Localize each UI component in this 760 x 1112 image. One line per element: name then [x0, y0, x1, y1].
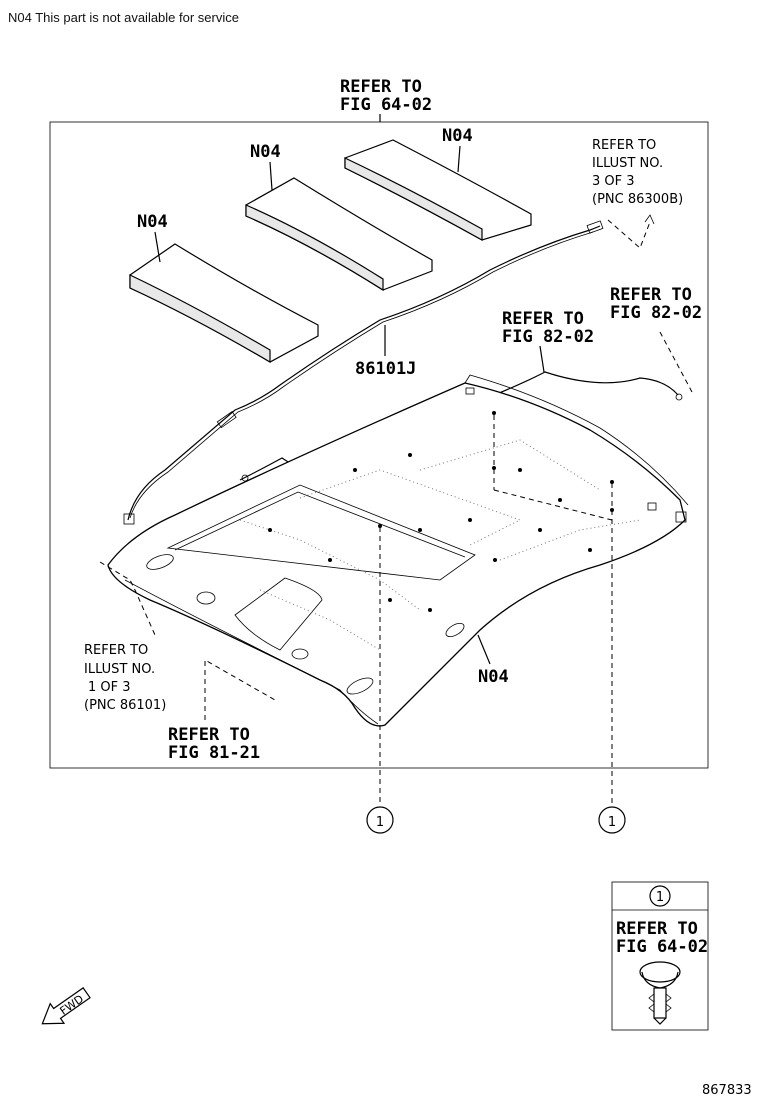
clip-icon — [639, 961, 681, 1025]
legend-box: 1 REFER TO FIG 64-02 — [611, 881, 709, 1031]
legend-number: 1 — [656, 890, 664, 905]
diagram-frame — [49, 121, 709, 769]
illust-left-line2: ILLUST NO. — [84, 662, 155, 677]
fwd-text: FWD — [57, 992, 85, 1017]
fig8202-mid-line1: REFER TO — [502, 309, 584, 329]
label-n04-pad-right: N04 — [442, 126, 473, 146]
fig8202-right-line1: REFER TO — [610, 285, 692, 305]
label-n04-pad-left: N04 — [137, 212, 168, 232]
callout-1-left — [366, 806, 394, 834]
fig8202-right-line2: FIG 82-02 — [610, 303, 702, 323]
fig8121-line2: FIG 81-21 — [168, 743, 260, 763]
callout-1-right — [598, 806, 626, 834]
n04-pad-right — [344, 139, 532, 242]
refer-top-line2: FIG 64-02 — [340, 95, 432, 115]
illust-right-line2: ILLUST NO. — [592, 156, 663, 171]
legend-line1: REFER TO — [616, 919, 698, 939]
fig8121-line1: REFER TO — [168, 725, 250, 745]
illust-right-line3: 3 OF 3 — [592, 174, 635, 189]
headliner-body — [107, 374, 689, 727]
fig8202-mid-line2: FIG 82-02 — [502, 327, 594, 347]
wire-harness-86101j — [123, 220, 604, 525]
diagram-number: 867833 — [702, 1083, 752, 1098]
refer-top-line1: REFER TO — [340, 77, 422, 97]
illust-left-line1: REFER TO — [84, 643, 148, 658]
header-note: N04 This part is not available for servi… — [8, 10, 239, 25]
illust-left-line3: 1 OF 3 — [88, 680, 131, 695]
label-part-86101j: 86101J — [355, 359, 416, 379]
illust-left-line4: (PNC 86101) — [84, 698, 166, 713]
label-n04-pad-middle: N04 — [250, 142, 281, 162]
illust-right-line4: (PNC 86300B) — [592, 192, 683, 207]
legend-line2: FIG 64-02 — [616, 937, 708, 957]
n04-pad-middle — [245, 177, 433, 292]
callout-1-right-text: 1 — [608, 815, 616, 830]
callout-1-left-text: 1 — [376, 815, 384, 830]
illust-right-line1: REFER TO — [592, 138, 656, 153]
n04-pad-left — [129, 243, 319, 364]
label-n04-body: N04 — [478, 667, 509, 687]
fwd-arrow: FWD — [41, 987, 91, 1025]
